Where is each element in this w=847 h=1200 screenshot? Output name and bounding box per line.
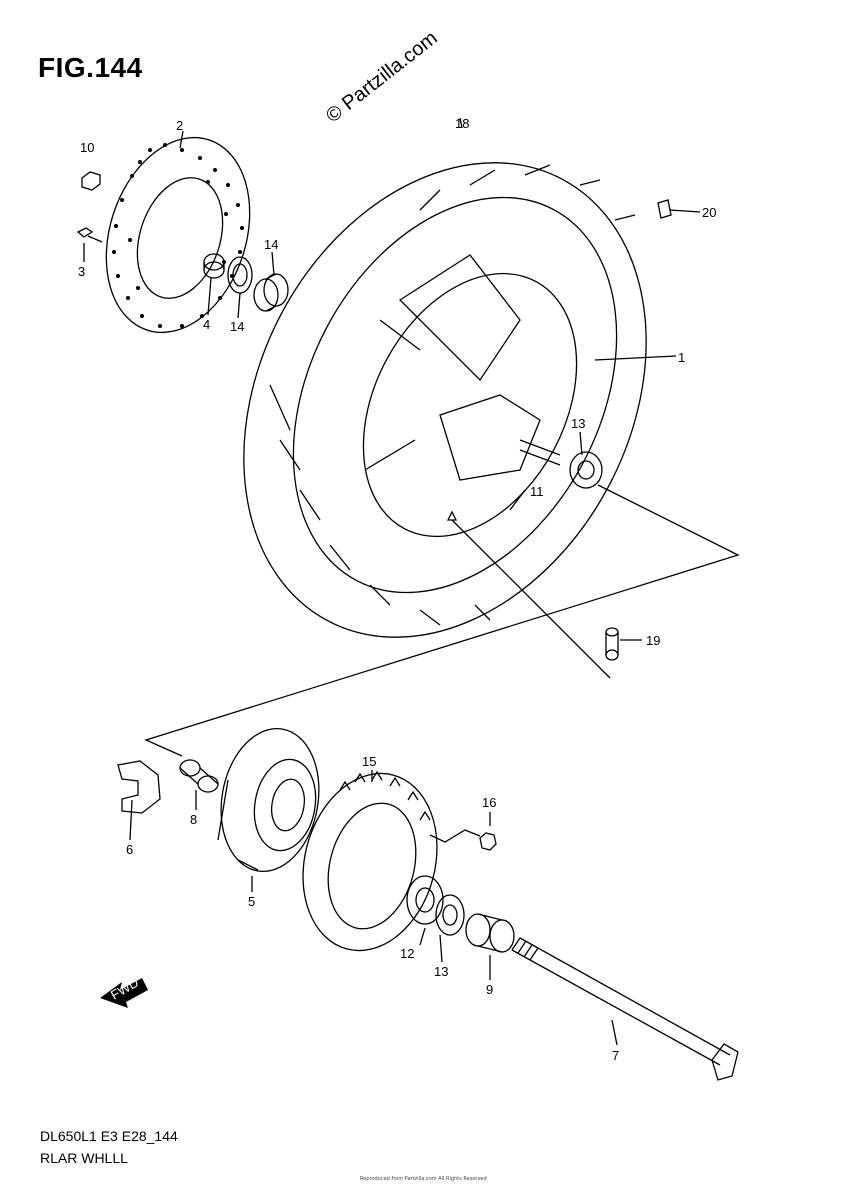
callout-10[interactable]: 10 [80,140,94,155]
drum-bearing[interactable] [406,875,444,925]
rear-axle[interactable] [511,937,739,1081]
callout-1[interactable]: 1 [678,350,685,365]
callout-14-lower[interactable]: 13 [571,416,585,431]
callout-15[interactable]: 14 [230,319,244,334]
rear-sprocket[interactable] [284,758,456,966]
callout-20[interactable]: 20 [702,205,716,220]
bearing-upper[interactable] [253,273,289,312]
callout-18[interactable]: 18 [455,116,469,131]
section-name: RLAR WHLLL [40,1150,128,1166]
disc-nut[interactable] [81,171,101,191]
model-code: DL650L1 E3 E28_144 [40,1128,178,1144]
sprocket-drum[interactable] [210,721,330,879]
callout-2[interactable]: 2 [176,118,183,133]
brake-disc[interactable] [82,119,273,351]
copyright-note: Reproduced from Partzilla.com All Rights… [360,1176,487,1182]
drum-oil-seal[interactable] [435,894,465,936]
sprocket-nut[interactable] [429,829,497,851]
callout-6[interactable]: 6 [126,842,133,857]
balance-weight[interactable] [657,199,672,219]
spacer[interactable] [203,253,225,279]
callout-4[interactable]: 4 [203,317,210,332]
callout-12[interactable]: 12 [400,946,414,961]
callout-13[interactable]: 13 [434,964,448,979]
figure-title: FIG.144 [38,52,143,83]
cush-damper[interactable] [117,760,161,814]
forward-arrow-icon: FWD [100,975,148,1008]
axle-spacer[interactable] [465,913,515,953]
callout-5[interactable]: 5 [248,894,255,909]
bearing-lower[interactable] [519,439,603,489]
disc-bolt[interactable] [76,227,103,243]
callout-14-upper[interactable]: 14 [264,237,278,252]
callout-7[interactable]: 7 [612,1048,619,1063]
callout-3[interactable]: 3 [78,264,85,279]
callout-8[interactable]: 8 [190,812,197,827]
valve-stem-area[interactable] [446,510,458,521]
air-valve[interactable] [605,627,619,661]
callout-11[interactable]: 11 [530,484,544,499]
rear-wheel-tire[interactable] [164,92,725,707]
collar[interactable] [179,759,219,793]
callout-17[interactable]: 16 [482,795,496,810]
callout-9[interactable]: 9 [486,982,493,997]
callout-19[interactable]: 19 [646,633,660,648]
callout-16[interactable]: 15 [362,754,376,769]
